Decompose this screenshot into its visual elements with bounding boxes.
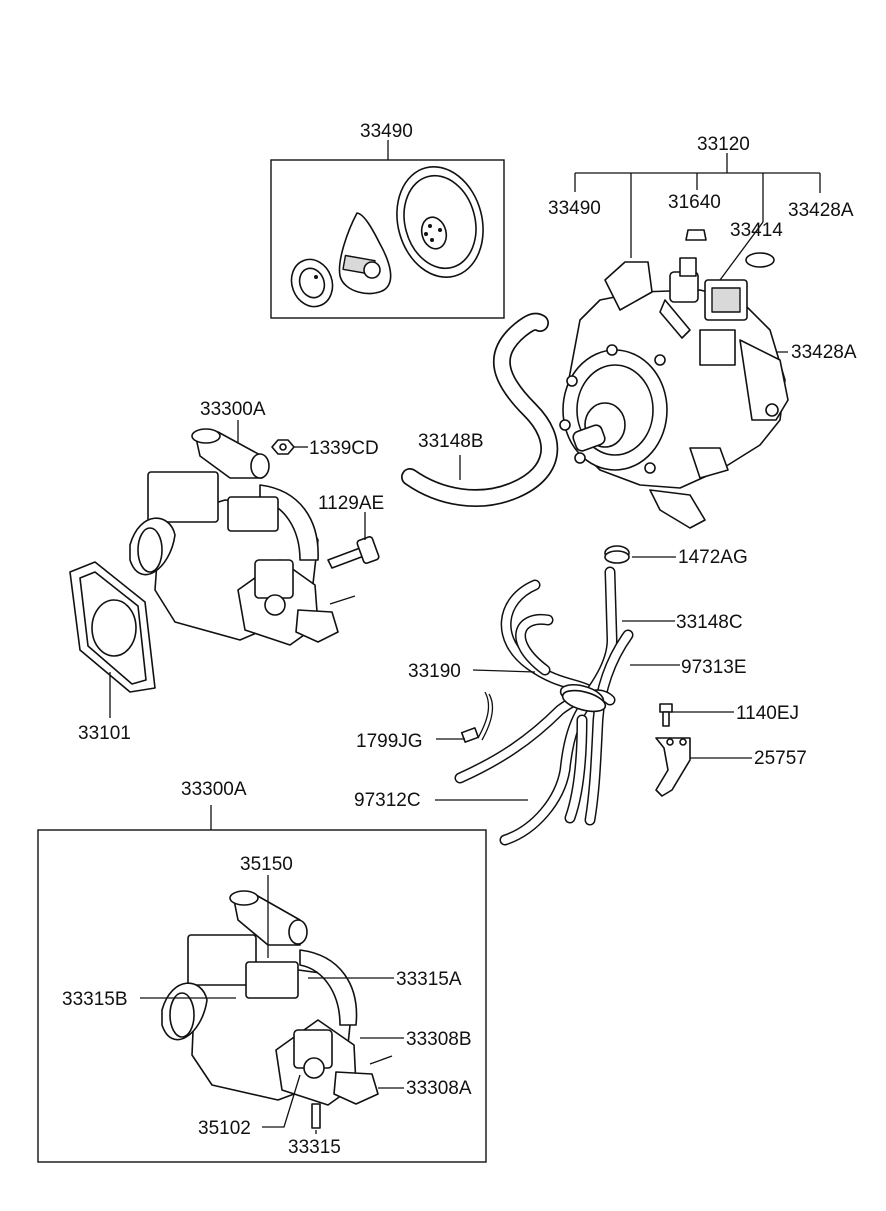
- label-1339CD: 1339CD: [309, 438, 379, 459]
- label-35150: 35150: [240, 854, 293, 875]
- label-35102: 35102: [198, 1118, 251, 1139]
- label-1472AG: 1472AG: [678, 547, 748, 568]
- label-1799JG: 1799JG: [356, 731, 423, 752]
- clamp-1472AG: 1472AG: [604, 545, 748, 568]
- label-97313E: 97313E: [681, 657, 747, 678]
- label-33101: 33101: [78, 723, 131, 744]
- label-33414: 33414: [730, 220, 783, 241]
- label-33315A: 33315A: [396, 969, 462, 990]
- label-97312C: 97312C: [354, 790, 421, 811]
- label-1140EJ: 1140EJ: [736, 703, 799, 724]
- throttle-assembly-box: 33300A 35150 33315A 33315B 33308B 33308A…: [37, 779, 487, 1163]
- label-33490-reg: 33490: [548, 198, 601, 219]
- throttle-actuator: [147, 471, 219, 523]
- label-33490-kit: 33490: [360, 121, 413, 142]
- small-diaphragm: [290, 258, 334, 308]
- label-25757: 25757: [754, 748, 807, 769]
- hose-33148B: 33148B: [401, 312, 559, 508]
- label-33300A-upper: 33300A: [200, 399, 266, 420]
- gasket-33101: 33101: [69, 561, 156, 744]
- label-33315: 33315: [288, 1137, 341, 1158]
- large-diaphragm: [396, 166, 484, 278]
- bolt-1129AE: 1129AE: [318, 493, 384, 569]
- o-ring-33414: [745, 252, 775, 268]
- label-31640: 31640: [668, 192, 721, 213]
- inlet-pipe: [659, 299, 691, 339]
- diaphragm-kit-group: 33490: [270, 121, 505, 319]
- label-33120: 33120: [697, 134, 750, 155]
- label-33190: 33190: [408, 661, 461, 682]
- sensor-1799JG: 1799JG: [356, 691, 494, 752]
- label-33315B: 33315B: [62, 989, 128, 1010]
- label-33148B: 33148B: [418, 431, 484, 452]
- label-33148C: 33148C: [676, 612, 743, 633]
- throttle-body-upper: 33300A: [129, 399, 356, 646]
- label-33308A: 33308A: [406, 1078, 472, 1099]
- hose-bundle: 33148C 33190 97313E 97312C: [354, 566, 747, 846]
- label-33428A-top: 33428A: [788, 200, 854, 221]
- lever-plate: [338, 212, 392, 295]
- assembly-frame: [37, 829, 487, 1163]
- outlet-fitting: [649, 489, 706, 529]
- label-1129AE: 1129AE: [318, 493, 384, 514]
- bracket-25757: 25757: [655, 737, 807, 797]
- label-33428A-side: 33428A: [791, 342, 857, 363]
- bolt-1140EJ: 1140EJ: [659, 703, 799, 727]
- regulator-group: 33120 33490 31640 33414 33428A 33428A: [548, 134, 857, 529]
- label-33300A-lower: 33300A: [181, 779, 247, 800]
- label-33308B: 33308B: [406, 1029, 472, 1050]
- cap-31640: [685, 229, 707, 241]
- nut-1339CD: 1339CD: [271, 438, 379, 459]
